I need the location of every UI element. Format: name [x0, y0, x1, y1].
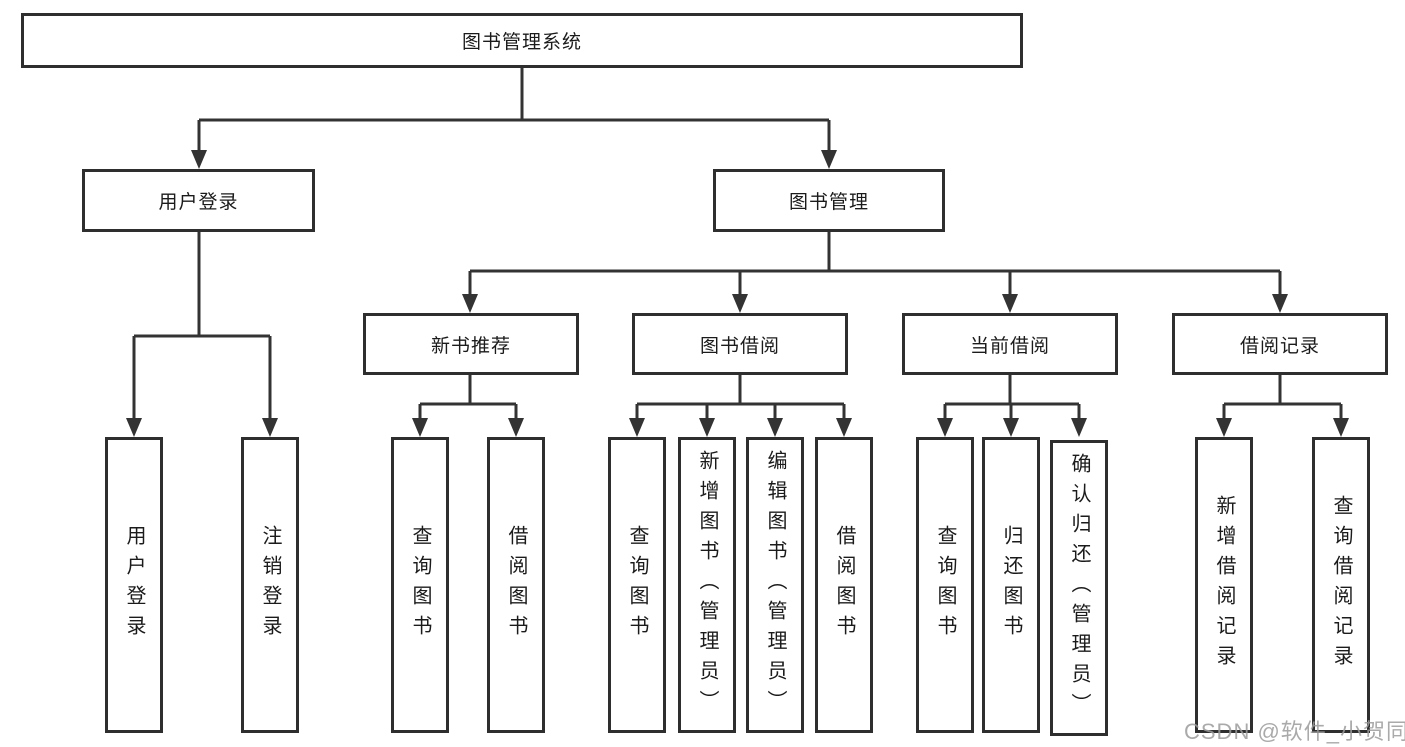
node-user-login: 用户登录 [82, 169, 315, 232]
node-cb-return-book: 归还图书 [982, 437, 1040, 733]
node-cb-confirm-return-admin: 确认归还（管理员） [1050, 440, 1108, 736]
node-borrow-record: 借阅记录 [1172, 313, 1388, 375]
node-current-borrow: 当前借阅 [902, 313, 1118, 375]
node-nb-query-book: 查询图书 [391, 437, 449, 733]
node-book-management: 图书管理 [713, 169, 945, 232]
node-br-query-record: 查询借阅记录 [1312, 437, 1370, 733]
node-leaf-user-login: 用户登录 [105, 437, 163, 733]
node-book-borrow: 图书借阅 [632, 313, 848, 375]
node-bb-query-book: 查询图书 [608, 437, 666, 733]
node-new-book-recommend: 新书推荐 [363, 313, 579, 375]
node-br-add-record: 新增借阅记录 [1195, 437, 1253, 733]
node-root: 图书管理系统 [21, 13, 1023, 68]
node-bb-add-book-admin: 新增图书（管理员） [678, 437, 736, 733]
node-cb-query-book: 查询图书 [916, 437, 974, 733]
node-leaf-logout: 注销登录 [241, 437, 299, 733]
arrowheads [126, 150, 1349, 437]
node-bb-edit-book-admin: 编辑图书（管理员） [746, 437, 804, 733]
csdn-watermark: CSDN @软件_小贺同学 [1184, 719, 1405, 744]
node-bb-borrow-book: 借阅图书 [815, 437, 873, 733]
node-nb-borrow-book: 借阅图书 [487, 437, 545, 733]
